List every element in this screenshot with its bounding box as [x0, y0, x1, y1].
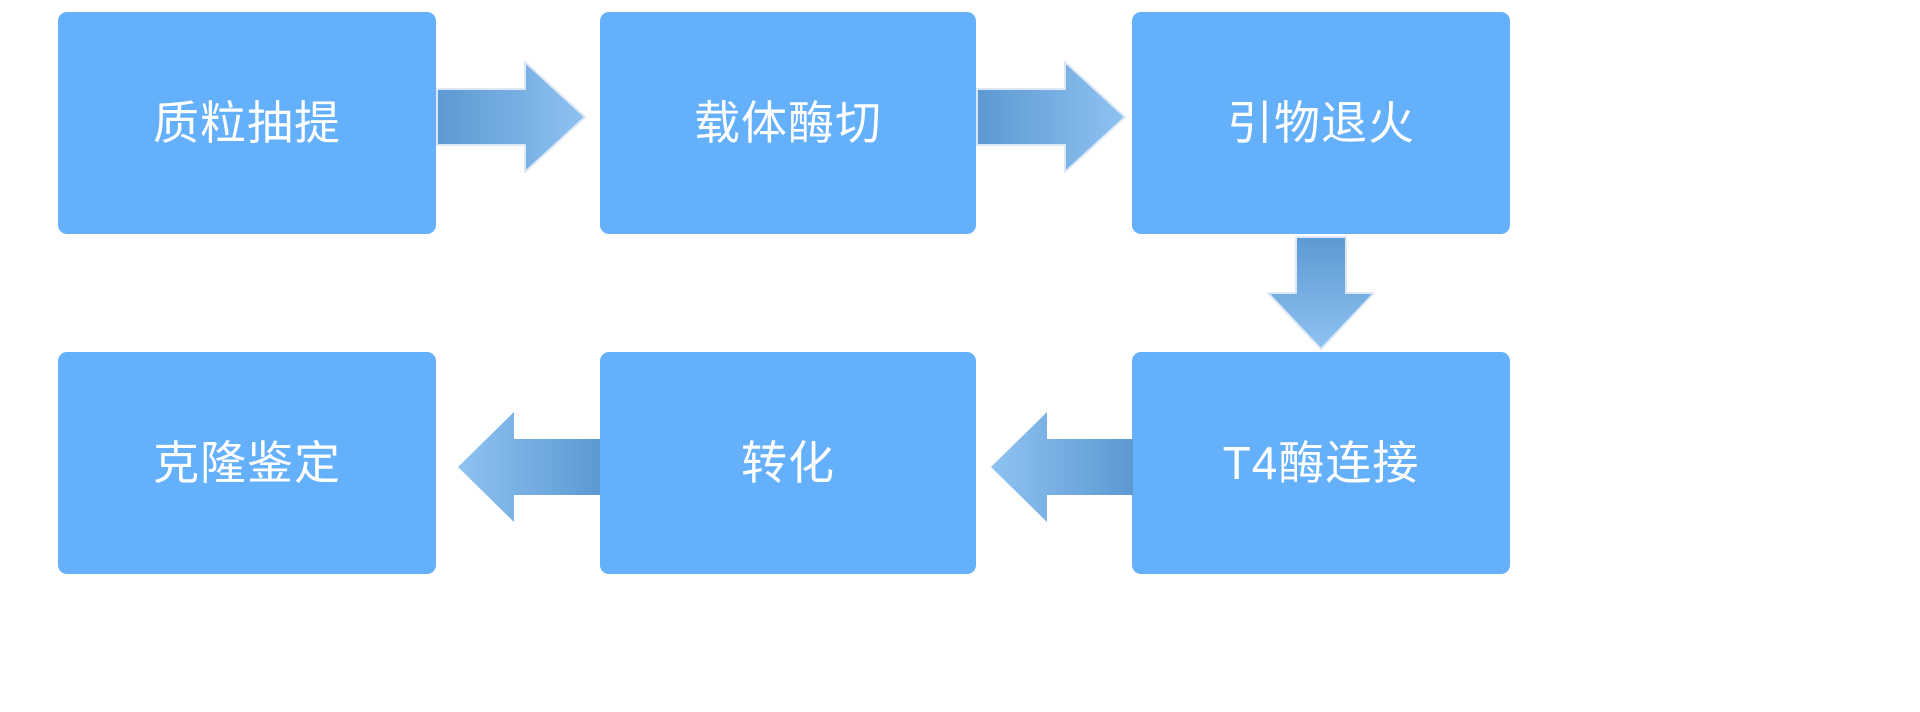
arrow-left-ligation-to-transformation	[991, 412, 1133, 522]
flow-node-t4-ligation[interactable]: T4酶连接	[1132, 352, 1510, 574]
flow-node-transformation[interactable]: 转化	[600, 352, 976, 574]
arrow-right-plasmid-to-vector	[436, 61, 586, 173]
arrow-down-primer-to-ligation	[1267, 236, 1375, 350]
flow-node-label: 引物退火	[1227, 97, 1415, 149]
flow-node-label: 转化	[741, 437, 835, 489]
flow-node-plasmid-extraction[interactable]: 质粒抽提	[58, 12, 436, 234]
flow-node-label: 载体酶切	[694, 97, 882, 149]
arrow-left-transformation-to-clone	[458, 412, 600, 522]
flow-node-clone-identification[interactable]: 克隆鉴定	[58, 352, 436, 574]
flow-node-primer-annealing[interactable]: 引物退火	[1132, 12, 1510, 234]
flow-node-label: 克隆鉴定	[153, 437, 341, 489]
flow-node-label: T4酶连接	[1222, 437, 1420, 489]
arrow-right-vector-to-primer	[976, 61, 1126, 173]
flow-node-vector-digestion[interactable]: 载体酶切	[600, 12, 976, 234]
flow-node-label: 质粒抽提	[153, 97, 341, 149]
